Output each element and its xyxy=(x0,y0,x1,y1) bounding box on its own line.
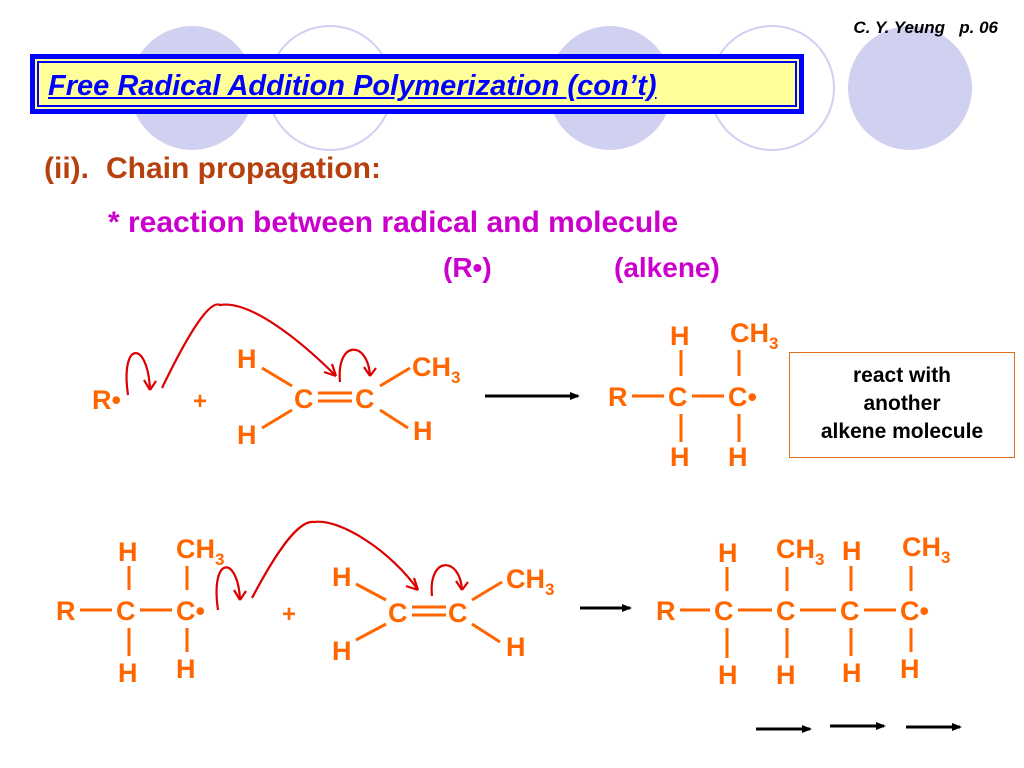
product2-bonds xyxy=(680,566,913,658)
alkene2-H-right: H xyxy=(506,632,526,662)
product2-C1: C xyxy=(714,596,734,626)
product1-C2: C• xyxy=(728,382,757,412)
molecule-label: (alkene) xyxy=(614,252,720,283)
product1-H-bottom2: H xyxy=(728,442,748,472)
product1-bonds xyxy=(632,350,741,442)
reaction-1: R• + H H C C CH3 H R C C• H CH3 H H xyxy=(92,318,778,472)
product2-H-bottom2: H xyxy=(776,660,796,690)
reactant2-H-top: H xyxy=(118,537,138,567)
alkene2-bonds xyxy=(355,580,503,644)
product1-CH3: CH3 xyxy=(730,318,778,353)
alkene2-CH3: CH3 xyxy=(506,564,554,599)
alkene-H-bottom: H xyxy=(237,420,257,450)
author-name: C. Y. Yeung xyxy=(853,18,946,37)
reactant2-bonds xyxy=(80,566,189,656)
product2-H-bottom1: H xyxy=(718,660,738,690)
alkene-CH3: CH3 xyxy=(412,352,460,387)
product2-C2: C xyxy=(776,596,796,626)
product2-H-bottom3: H xyxy=(842,658,862,688)
product1-R: R xyxy=(608,382,628,412)
product2-H-top3: H xyxy=(842,536,862,566)
title-box: Free Radical Addition Polymerization (co… xyxy=(30,54,804,114)
product2-C4: C• xyxy=(900,596,929,626)
curly-arrows-1 xyxy=(125,303,377,396)
note-line: alkene molecule xyxy=(820,420,984,443)
continuation-arrows xyxy=(756,722,962,733)
page-number: p. 06 xyxy=(959,18,998,37)
alkene-C1: C xyxy=(294,384,314,414)
reactant2-H-bottom1: H xyxy=(118,658,138,688)
product2-H-bottom4: H xyxy=(900,654,920,684)
curly-arrows-2 xyxy=(215,520,469,611)
product2-H-top1: H xyxy=(718,538,738,568)
author-page: C. Y. Yeung p. 06 xyxy=(853,18,998,38)
reactant2-C1: C xyxy=(116,596,136,626)
reactant2-H-bottom2: H xyxy=(176,654,196,684)
alkene-H-top: H xyxy=(237,344,257,374)
plus-sign: + xyxy=(193,388,207,415)
alkene2-C1: C xyxy=(388,598,408,628)
alkene-bonds xyxy=(261,366,411,430)
product2-R: R xyxy=(656,596,676,626)
step-number: (ii). xyxy=(44,152,89,185)
radical-label: (R•) xyxy=(443,252,492,283)
note-line: another xyxy=(863,392,941,415)
deco-circle xyxy=(848,26,972,150)
product1-H-top: H xyxy=(670,321,690,351)
page-title: Free Radical Addition Polymerization (co… xyxy=(48,70,657,102)
section-heading: (ii). Chain propagation: xyxy=(44,152,381,186)
note-line: react with xyxy=(852,364,952,387)
alkene2-C2: C xyxy=(448,598,468,628)
product2-CH3-2: CH3 xyxy=(902,532,950,567)
product2-C3: C xyxy=(840,596,860,626)
product1-C1: C xyxy=(668,382,688,412)
reaction-2: R C C• H CH3 H H + H H C C CH3 H xyxy=(56,532,950,690)
reactant2-R: R xyxy=(56,596,76,626)
alkene2-H-bottom: H xyxy=(332,636,352,666)
bullet-point: * reaction between radical and molecule xyxy=(108,206,679,239)
alkene2-H-top: H xyxy=(332,562,352,592)
alkene-H-right: H xyxy=(413,416,433,446)
reactant2-C2: C• xyxy=(176,596,205,626)
reactant2-CH3: CH3 xyxy=(176,534,224,569)
plus-sign: + xyxy=(282,601,296,628)
note-box: react with another alkene molecule xyxy=(789,352,1015,458)
product1-H-bottom1: H xyxy=(670,442,690,472)
product2-CH3-1: CH3 xyxy=(776,534,824,569)
step-title: Chain propagation: xyxy=(106,152,381,185)
alkene-C2: C xyxy=(355,384,375,414)
radical-R: R• xyxy=(92,385,121,415)
